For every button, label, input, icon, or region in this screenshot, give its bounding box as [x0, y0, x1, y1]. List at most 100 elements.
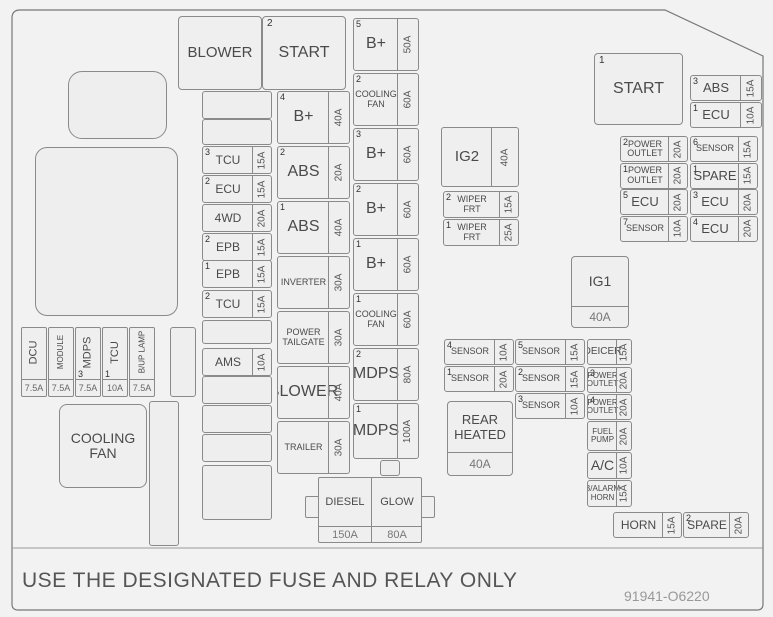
fuse-label: SENSOR — [450, 373, 489, 384]
fuse-amp-rating: 10A — [494, 340, 513, 364]
blank-block-main — [35, 147, 178, 316]
fuse-label: TCU — [215, 152, 241, 167]
fuse-amp-text: 10A — [672, 219, 684, 238]
fuse-number: 2 — [280, 147, 286, 157]
fuse-label: POWER OUTLET — [587, 397, 619, 415]
relay-blower: BLOWER — [178, 16, 262, 90]
fuse-amp-rating: 15A — [740, 76, 761, 100]
fuse-label: DEICER — [587, 345, 622, 357]
fuse-amp-text: 15A — [742, 166, 754, 185]
fuse-amp-text: 15A — [256, 151, 268, 169]
fuse-amp-text: 15A — [569, 370, 581, 388]
fuse-number: 2 — [446, 192, 452, 202]
fuse-amp-rating: 25A — [499, 220, 518, 245]
fuse-amp-text: 20A — [672, 140, 684, 158]
fuse-number: 4 — [447, 340, 453, 350]
fuse-label: ECU — [701, 194, 729, 210]
fuse-number: 2 — [623, 137, 629, 147]
fuse-amp-rating: 20A — [738, 190, 757, 214]
fuse-amp-rating: 10A — [252, 349, 271, 375]
fuse-label: B+ — [365, 200, 386, 218]
fuse-number: 1 — [447, 367, 453, 377]
fuse-amp-rating: 15A — [616, 481, 631, 506]
fuse-amp-rating: 60A — [397, 129, 418, 180]
fuse-label: SENSOR — [625, 222, 664, 233]
vfuse-label-text: B/UP LAMP — [137, 330, 147, 374]
fuse-amp-text: 10A — [256, 353, 268, 371]
relay-start-2: 2 START — [262, 16, 346, 90]
fuse-amp-text: 80A — [402, 365, 414, 384]
fuse-label: ABS — [287, 163, 320, 181]
vfuse-amp-rating: 7.5A — [130, 379, 154, 396]
fuse-amp-text: 15A — [256, 265, 268, 283]
fuse-label: AMS — [214, 354, 241, 369]
fuse-number: 1 — [693, 103, 699, 113]
vfuse-amp-rating: 10A — [103, 379, 127, 396]
fuse-ams: AMS 10A — [202, 348, 272, 376]
fuse-amp-rating: 20A — [668, 163, 687, 188]
fuse-amp-text: 15A — [569, 343, 581, 361]
blank-slot — [202, 434, 272, 462]
fuse-amp-rating: 20A — [616, 422, 631, 450]
fuse-label: EPB — [215, 239, 240, 254]
fuse-amp-rating: 60A — [397, 184, 418, 235]
fuse-number: 4 — [693, 216, 699, 227]
blank-slot — [380, 460, 400, 476]
fuse-label: ECU — [631, 194, 659, 210]
fuse-amp-text: 60A — [402, 145, 414, 164]
fuse-amp-text: 60A — [402, 310, 414, 329]
fuse-amp-rating: 40A — [328, 367, 349, 418]
fuse-amp-text: 50A — [402, 35, 414, 54]
fuse-amp-text: 30A — [333, 273, 345, 292]
relay-ig1: IG1 40A — [571, 256, 629, 328]
fuse-number: 2 — [356, 74, 362, 84]
fuse-amp-rating: 20A — [729, 513, 748, 537]
fuse-number: 2 — [205, 176, 211, 186]
fuse-label: POWER OUTLET — [627, 165, 663, 185]
fuse-amp-rating: 15A — [252, 291, 271, 317]
fuse-number: 5 — [518, 340, 524, 350]
fuse-amp-rating: 10A — [668, 216, 687, 241]
relay-ig2: IG2 40A — [441, 127, 519, 187]
fuse-amp-rating: 15A — [252, 176, 271, 202]
fuse-label: B/ALARM HORN — [587, 484, 621, 502]
fuse-label: POWER OUTLET — [627, 138, 663, 158]
fuse-amp-text: 20A — [733, 516, 745, 534]
blank-slot — [202, 119, 272, 145]
vfuse-label-text: DCU — [27, 340, 40, 364]
fuse-number: 5 — [623, 190, 629, 200]
fuse-number: 3 — [518, 394, 524, 404]
fuse-amp-text: 20A — [742, 193, 754, 211]
fuse-label: ABS — [702, 80, 729, 96]
fuse-label: ECU — [215, 181, 241, 196]
fuse-number: 3 — [356, 129, 362, 139]
fuse-amp-rating: 15A — [662, 513, 681, 537]
fuse-amp-text: 20A — [672, 166, 684, 185]
fuse-amp-rating: 20A — [738, 216, 757, 241]
fuse-label: MDPS — [353, 365, 400, 383]
fuse-number: 1 — [356, 404, 362, 414]
vfuse-amp-rating: 7.5A — [76, 379, 100, 396]
fuse-number: 1 — [280, 202, 286, 212]
vfuse-label-text: MODULE — [56, 334, 66, 370]
fuse-amp-text: 60A — [402, 200, 414, 219]
fuse-amp-rating: 10A — [565, 394, 584, 418]
fuse-amp-rating: 60A — [397, 294, 418, 345]
